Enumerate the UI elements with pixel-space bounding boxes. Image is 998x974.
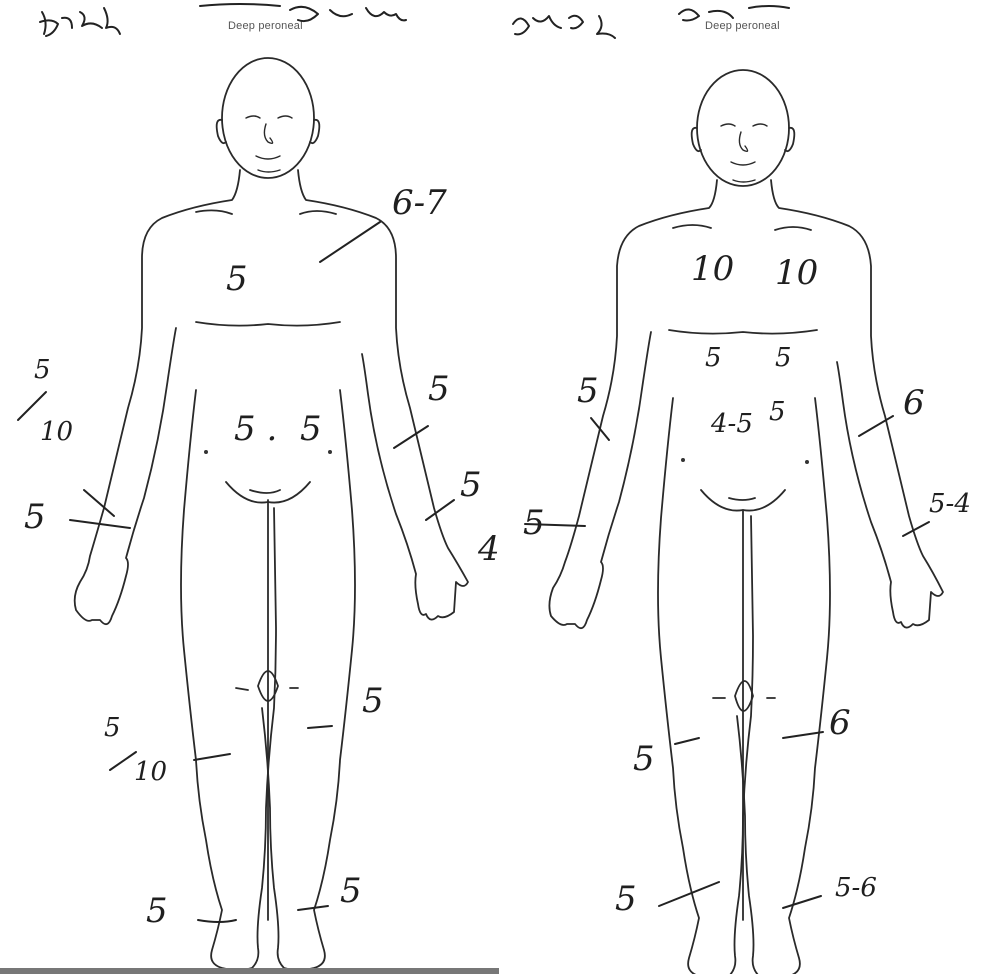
mark-wrist-right: 5 [460, 465, 482, 505]
mark-shoulder-right: 6-7 [392, 183, 447, 223]
mark-arm-right: 5 [428, 369, 450, 409]
mark-abdomen-right: 5 [300, 409, 322, 449]
body-figure: 5 6-7 5 . 5 5 10 5 5 5 4 5 10 5 5 5 [0, 0, 499, 974]
divider [0, 968, 499, 974]
mark-abdomen-upper-right: 5 [775, 343, 792, 373]
mark-ankle-right: 5 [340, 871, 362, 911]
mark-thigh-left-bottom: 10 [134, 757, 167, 787]
body-figure: 10 10 5 5 4-5 5 5 6 5 5-4 5 6 5 5-6 [499, 0, 998, 974]
mark-thigh-left-top: 5 [104, 713, 121, 743]
handwritten-header [40, 4, 406, 36]
mark-chest-right: 10 [775, 253, 818, 293]
mark-chest-center: 5 [226, 259, 248, 299]
mark-thigh-right: 6 [829, 703, 851, 743]
face [721, 124, 767, 182]
body-outline [549, 70, 943, 974]
mark-abdomen-upper-left: 5 [705, 343, 722, 373]
mark-forearm-bottom: 10 [40, 417, 73, 447]
annotation-strokes [18, 222, 454, 922]
mark-thigh-right: 5 [362, 681, 384, 721]
mark-wrist-left: 5 [24, 497, 46, 537]
mark-hand-edge: 4 [477, 529, 499, 569]
mark-chest-left: 10 [691, 249, 734, 289]
handwritten-header [513, 6, 789, 38]
mark-abdomen-center-b: 5 [769, 397, 786, 427]
face [246, 116, 292, 172]
mark-ankle-left: 5 [146, 891, 168, 931]
mark-abdomen-left: 5 . [234, 409, 277, 449]
mark-wrist-left: 5 [523, 503, 545, 543]
mark-abdomen-center: 4-5 [710, 409, 753, 439]
body-diagram-right: Deep peroneal [499, 0, 998, 974]
mark-ankle-right: 5-6 [835, 873, 877, 903]
mark-arm-left: 5 [577, 371, 599, 411]
mark-forearm-top: 5 [34, 355, 51, 385]
mark-ankle-left: 5 [615, 879, 637, 919]
mark-wrist-right: 5-4 [929, 489, 971, 519]
body-diagram-left: Deep peroneal [0, 0, 499, 974]
mark-thigh-left: 5 [633, 739, 655, 779]
mark-arm-right: 6 [903, 383, 925, 423]
